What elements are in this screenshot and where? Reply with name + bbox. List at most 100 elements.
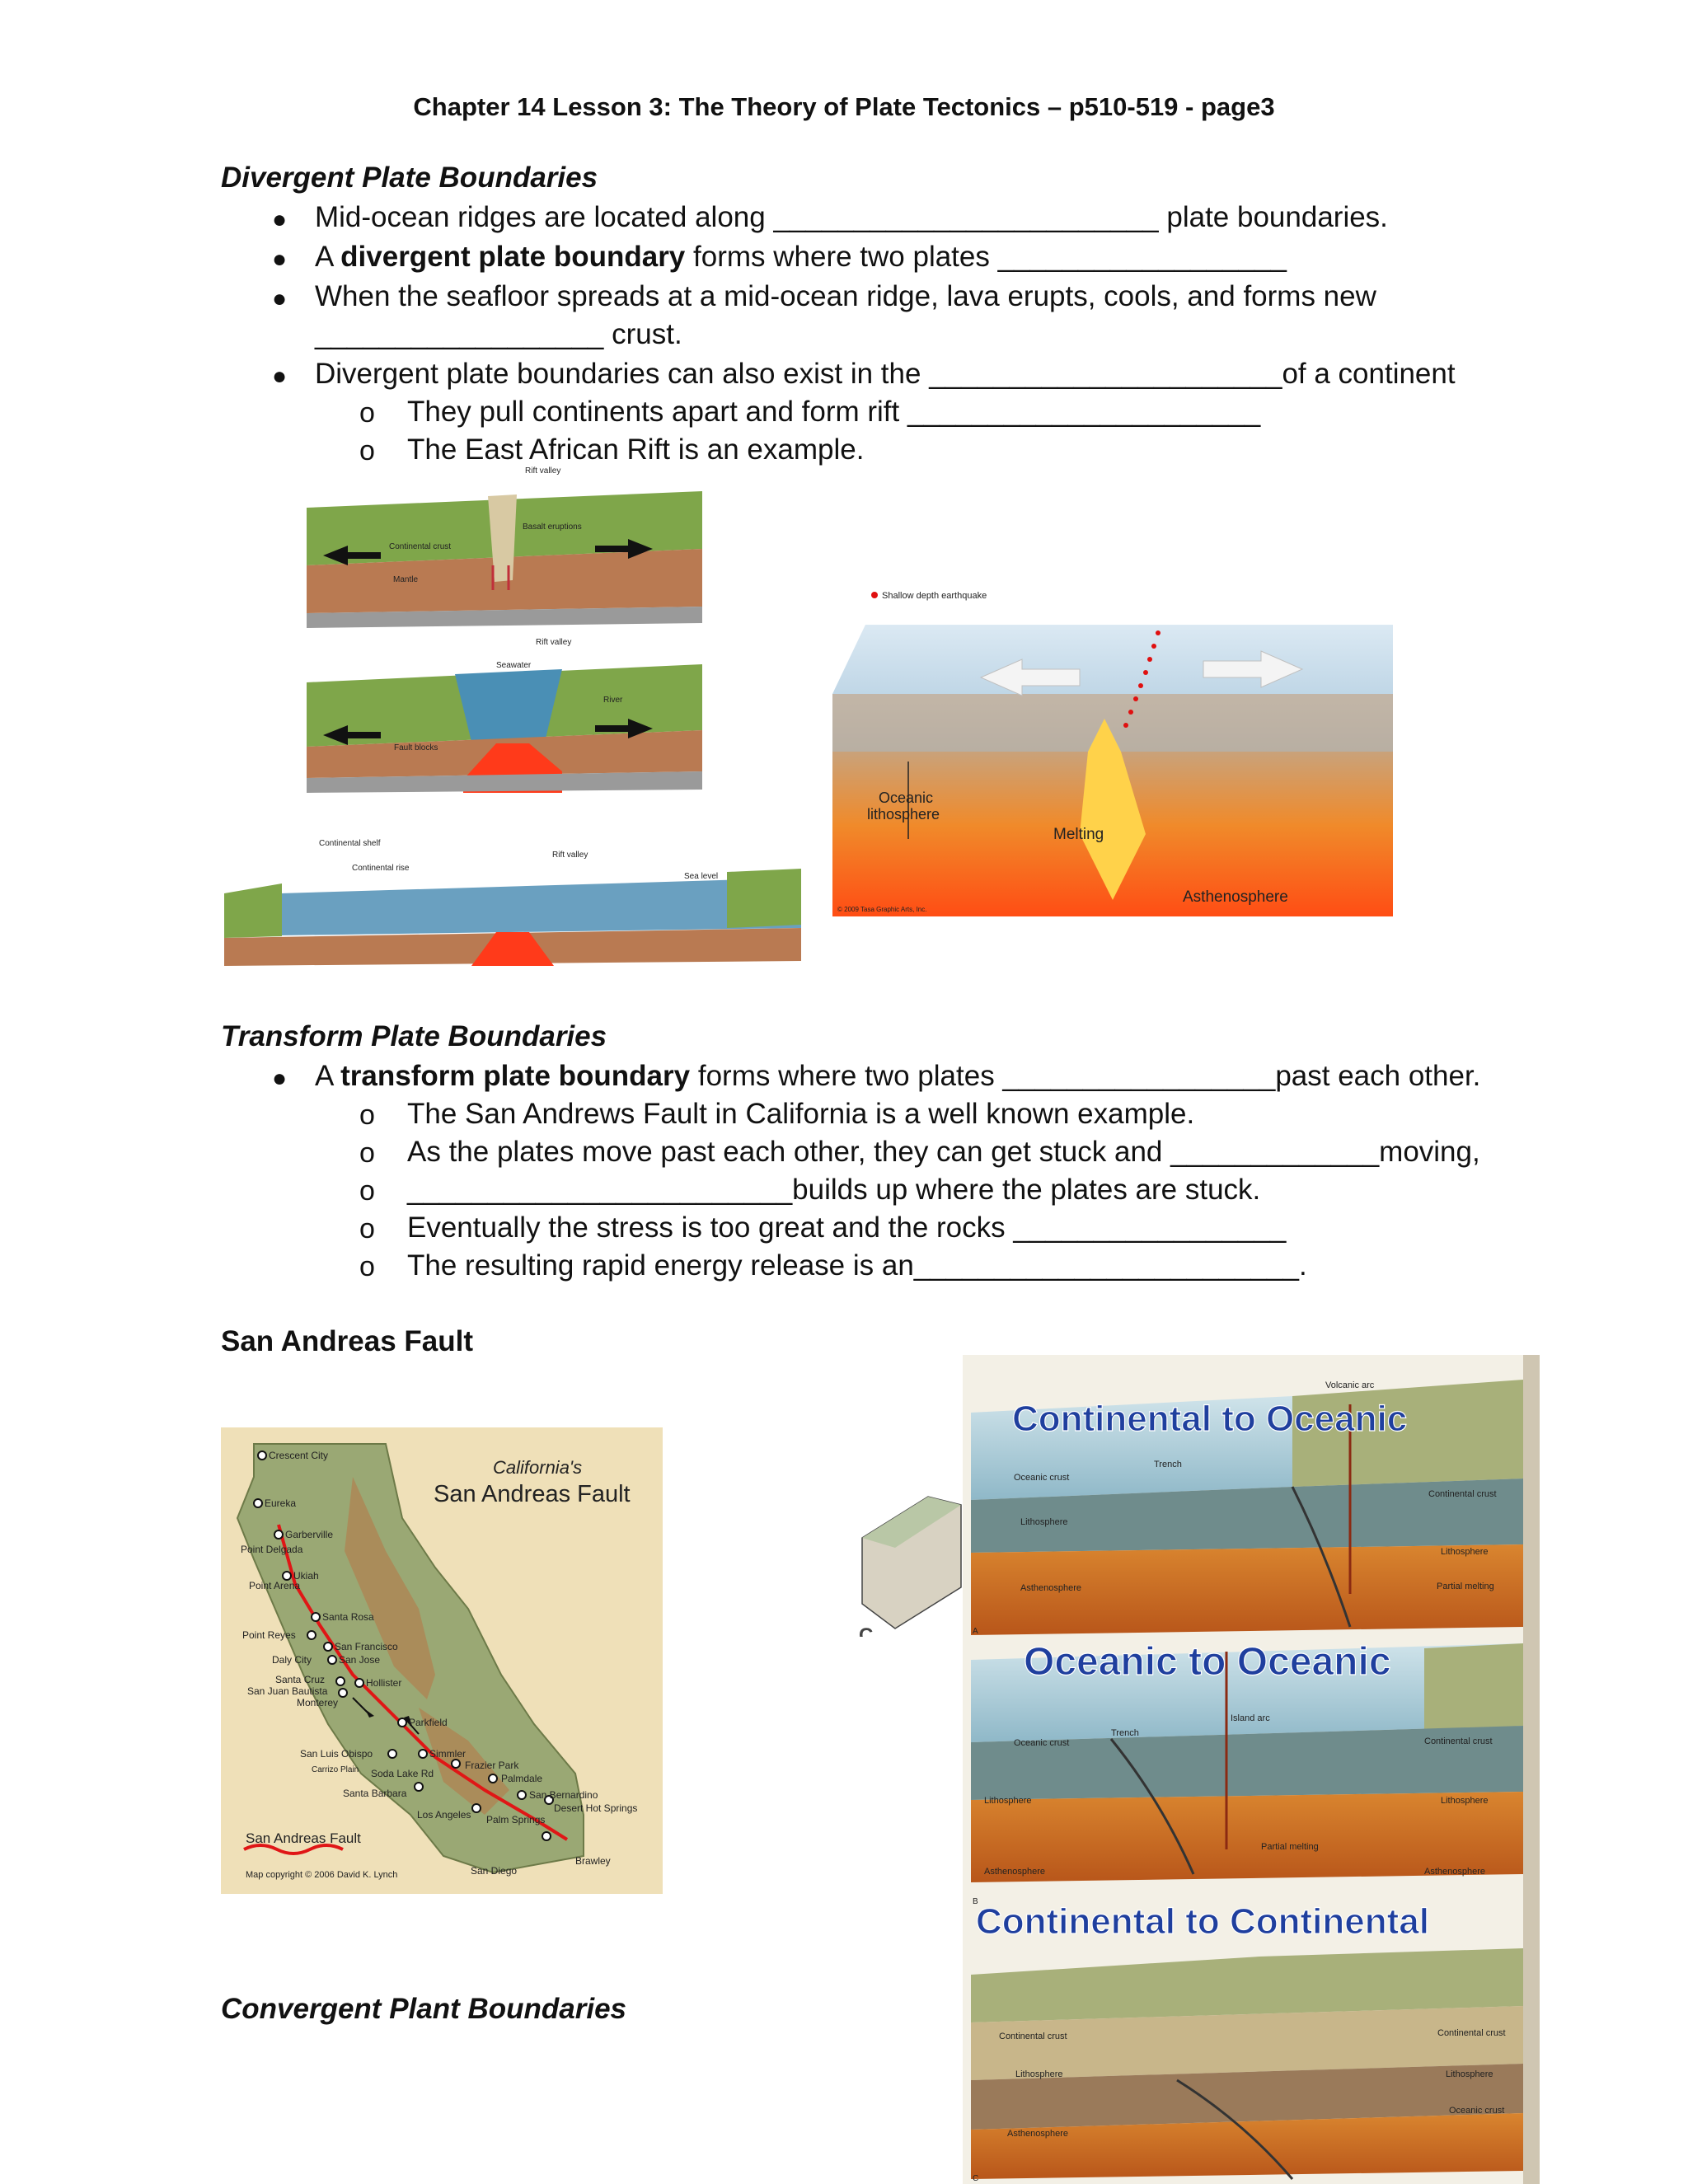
label-melting: Melting [1053, 826, 1104, 843]
san-andreas-map: California's San Andreas Fault San Andre… [221, 1427, 663, 1894]
sub-bullet-marker: o [359, 435, 375, 466]
divergent-sub-2: The East African Rift is an example. [407, 434, 865, 466]
city-label: Palm Springs [486, 1814, 545, 1825]
section-heading-convergent: Convergent Plant Boundaries [221, 1993, 627, 2025]
city-label: Desert Hot Springs [554, 1802, 637, 1814]
transform-sub-3: ________________________builds up where … [407, 1174, 1261, 1206]
city-label: Point Delgada [241, 1544, 303, 1555]
panel-label: Asthenosphere [1424, 1867, 1485, 1877]
transform-sub-5: The resulting rapid energy release is an… [407, 1249, 1307, 1282]
city-label: Brawley [575, 1855, 611, 1867]
label-oceanic: Oceanic [879, 790, 933, 806]
panel-label: Continental crust [1437, 2028, 1506, 2038]
transform-sub-4: Eventually the stress is too great and t… [407, 1212, 1287, 1244]
panel-label: Lithosphere [1446, 2069, 1493, 2079]
bold-term: divergent plate boundary [340, 241, 686, 273]
panel-label: Oceanic crust [1014, 1473, 1069, 1483]
rift-block-2: Rift valley Seawater River Fault blocks [307, 638, 702, 793]
label-fault-blocks: Fault blocks [394, 743, 438, 752]
map-title-line-2: San Andreas Fault [434, 1481, 631, 1507]
city-label: Ukiah [293, 1570, 319, 1582]
divergent-bullet-2: A divergent plate boundary forms where t… [315, 241, 1287, 274]
text: A [315, 1060, 333, 1092]
panel-label: Island arc [1231, 1713, 1270, 1723]
panel-label: Oceanic crust [1014, 1738, 1069, 1748]
map-legend-label: San Andreas Fault [246, 1830, 361, 1846]
panel-title-continental-oceanic: Continental to Oceanic [1012, 1399, 1407, 1439]
transform-sub-2: As the plates move past each other, they… [407, 1136, 1480, 1168]
transform-sub-1: The San Andrews Fault in California is a… [407, 1098, 1195, 1130]
panel-label: Continental crust [999, 2032, 1067, 2041]
city-label: Santa Cruz [275, 1674, 325, 1685]
convergent-boundaries-figure: Continental to Oceanic Trench Oceanic cr… [963, 1355, 1540, 2184]
label-rift-valley-3: Rift valley [552, 851, 588, 860]
rift-block-3: Continental shelf Continental rise Rift … [224, 839, 801, 966]
label-rift-valley-2: Rift valley [536, 638, 571, 647]
panel-label: Lithosphere [1020, 1517, 1068, 1527]
panel-label: Asthenosphere [984, 1867, 1045, 1877]
bullet-dot: ● [272, 363, 288, 390]
bullet-dot: ● [272, 246, 288, 273]
section-heading-san-andreas: San Andreas Fault [221, 1325, 473, 1357]
sub-bullet-marker: o [359, 1175, 375, 1207]
panel-label: Lithosphere [984, 1796, 1032, 1806]
divergent-bullet-3-line-2: __________________ crust. [315, 318, 682, 350]
label-seawater: Seawater [496, 661, 532, 670]
city-label: Daly City [272, 1654, 312, 1666]
bold-term: transform plate boundary [340, 1060, 691, 1092]
panel-oceanic-oceanic: Oceanic to Oceanic Trench Island arc Oce… [971, 1639, 1523, 1882]
panel-label: Asthenosphere [1007, 2129, 1068, 2139]
sub-bullet-marker: o [359, 1099, 375, 1131]
section-heading-divergent: Divergent Plate Boundaries [221, 162, 598, 194]
text: plate boundaries. [1166, 201, 1388, 233]
fill-blank: ______________________ [929, 358, 1282, 390]
city-label: Point Arena [249, 1580, 300, 1591]
panel-label: Partial melting [1261, 1842, 1319, 1852]
city-label: Soda Lake Rd [371, 1768, 434, 1779]
bullet-dot: ● [272, 1065, 288, 1092]
text: A [315, 241, 333, 273]
city-label: Frazier Park [465, 1760, 519, 1771]
city-label: San Juan Bautista [247, 1685, 328, 1697]
city-label: San Jose [339, 1654, 380, 1666]
panel-label: Volcanic arc [1325, 1380, 1375, 1390]
bullet-dot: ● [272, 285, 288, 312]
panel-label: Trench [1154, 1460, 1182, 1469]
city-label: San Luis Obispo [300, 1748, 373, 1760]
panel-title-oceanic-oceanic: Oceanic to Oceanic [1024, 1640, 1391, 1684]
city-label: Palmdale [501, 1773, 542, 1784]
panel-label: Trench [1111, 1728, 1139, 1738]
divergent-bullet-3-line-1: When the seafloor spreads at a mid-ocean… [315, 280, 1376, 312]
label-basalt-eruptions: Basalt eruptions [523, 523, 582, 532]
label-lithosphere: lithosphere [867, 806, 940, 823]
label-mantle: Mantle [393, 575, 418, 584]
divergent-bullet-1: Mid-ocean ridges are located along _____… [315, 201, 1388, 234]
city-label: Parkfield [409, 1717, 448, 1728]
panel-label: Partial melting [1437, 1582, 1494, 1591]
sub-bullet-marker: o [359, 397, 375, 429]
city-label: Carrizo Plain [312, 1765, 359, 1774]
bullet-dot: ● [272, 206, 288, 233]
city-label: Eureka [265, 1497, 296, 1509]
city-label: Garberville [285, 1529, 333, 1540]
divergent-bullet-4: Divergent plate boundaries can also exis… [315, 358, 1456, 391]
figure-letter-c: C. [859, 1624, 879, 1637]
rift-block-1: Rift valley Basalt eruptions Continental… [307, 466, 702, 628]
label-river: River [603, 696, 623, 705]
panel-label: Asthenosphere [1020, 1583, 1081, 1593]
page-title: Chapter 14 Lesson 3: The Theory of Plate… [413, 92, 1275, 121]
panel-continental-oceanic: Continental to Oceanic Trench Oceanic cr… [971, 1380, 1523, 1635]
text: Divergent plate boundaries can also exis… [315, 358, 921, 390]
city-label: Los Angeles [417, 1809, 471, 1821]
map-title-line-1: California's [493, 1457, 582, 1478]
panel-label: Lithosphere [1015, 2069, 1063, 2079]
label-continental-rise: Continental rise [352, 864, 410, 873]
transform-bullet-1: A transform plate boundary forms where t… [315, 1060, 1480, 1093]
city-label: Simmler [429, 1748, 466, 1760]
city-label: San Diego [471, 1865, 517, 1877]
figure-letter: B [973, 1897, 978, 1906]
city-label: Monterey [297, 1697, 338, 1708]
text: forms where two plates _________________… [697, 1060, 1481, 1092]
label-sea-level: Sea level [684, 872, 718, 881]
label-continental-crust: Continental crust [389, 542, 451, 551]
